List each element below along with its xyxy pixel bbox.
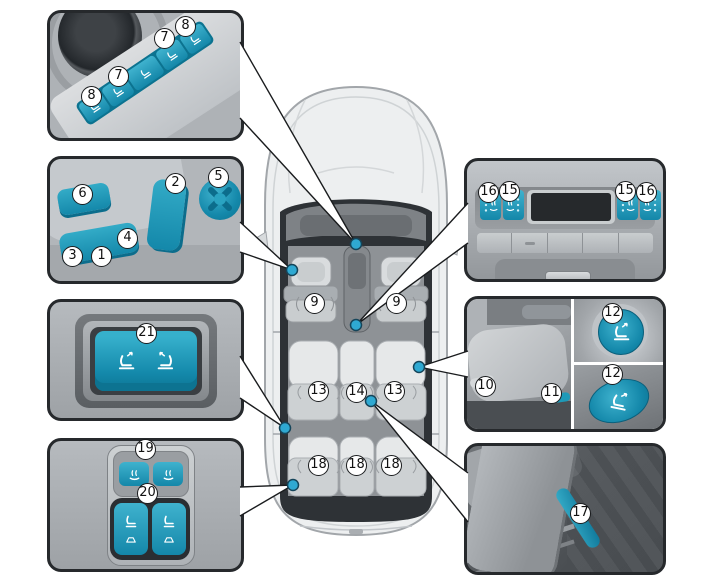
callout-18-badge: 18 [381, 455, 402, 476]
center-console [343, 245, 371, 333]
front-seats [283, 256, 429, 323]
callout-11-badge: 11 [541, 383, 562, 404]
callout-14-badge: 14 [346, 382, 367, 403]
seat-photo [467, 299, 571, 429]
climate-button [512, 233, 548, 253]
callout-8-badge: 8 [175, 16, 196, 37]
console-tray [545, 271, 591, 279]
memory-switch-button [124, 54, 166, 92]
callout-9-badge: 9 [386, 293, 407, 314]
inset-third-row-strap [464, 443, 666, 575]
callout-5-badge: 5 [208, 167, 229, 188]
seat-cushion-icon [126, 536, 136, 543]
climate-display [531, 193, 611, 221]
callout-6-badge: 6 [72, 184, 93, 205]
inset-door-memory-switches [47, 10, 244, 141]
fold-dial-icon [583, 371, 655, 429]
knob-grip-icon [208, 187, 232, 211]
callout-10-badge: 10 [475, 376, 496, 397]
callout-18-badge: 18 [346, 455, 367, 476]
callout-12-badge: 12 [602, 303, 623, 324]
heated-seat-button [119, 462, 149, 486]
callout-15-badge: 15 [499, 181, 520, 202]
seat-icon [140, 70, 151, 79]
seat-icon [125, 515, 137, 527]
callout-8-badge: 8 [81, 86, 102, 107]
callout-18-badge: 18 [308, 455, 329, 476]
callout-13-badge: 13 [308, 381, 329, 402]
seat-icon [166, 51, 178, 61]
pointer-wedge [239, 41, 469, 523]
callout-7-badge: 7 [154, 28, 175, 49]
callout-2-badge: 2 [165, 173, 186, 194]
seat-fold-switch-cluster [110, 498, 190, 560]
left-mirror [252, 231, 269, 256]
location-dot [278, 237, 426, 492]
climate-button [619, 233, 653, 253]
inset-second-row-seat [464, 296, 666, 432]
armrest [522, 305, 571, 319]
callout-16-badge: 16 [478, 182, 499, 203]
seat-icon [113, 88, 124, 97]
callout-4-badge: 4 [117, 228, 138, 249]
callout-17-badge: 17 [570, 503, 591, 524]
callout-16-badge: 16 [636, 182, 657, 203]
tailgate [299, 525, 413, 534]
seat-fold-icon [157, 351, 174, 370]
callout-12-badge: 12 [602, 364, 623, 385]
memory-switch-button [101, 74, 136, 108]
callout-7-badge: 7 [108, 66, 129, 87]
seat-fold-button [152, 503, 186, 555]
seat-fold-icon [610, 392, 628, 411]
callout-13-badge: 13 [384, 381, 405, 402]
console-lower [495, 259, 635, 279]
seat-cushion-icon [164, 536, 174, 543]
dashboard [286, 203, 426, 241]
heated-seat-icon [129, 469, 139, 480]
callout-3-badge: 3 [62, 246, 83, 267]
climate-button-row [477, 233, 653, 253]
climate-button [548, 233, 584, 253]
cushion-extension-knob [199, 178, 241, 220]
callout-20-badge: 20 [137, 483, 158, 504]
inset-rear-climate-panel [464, 158, 666, 282]
callout-21-badge: 21 [136, 323, 157, 344]
seat-fold-button [114, 503, 148, 555]
seat-icon [163, 515, 175, 527]
seat-fold-icon [118, 351, 135, 370]
floor [467, 401, 571, 429]
heated-seat-icon [484, 198, 498, 212]
second-row-bench [287, 340, 427, 421]
memory-switch-button [178, 22, 213, 56]
callout-1-badge: 1 [91, 246, 112, 267]
seat-fold-icon [613, 322, 630, 341]
inset-walk-in-switch [47, 299, 244, 421]
callout-19-badge: 19 [135, 439, 156, 460]
climate-button [477, 233, 513, 253]
heated-seat-icon [163, 469, 173, 480]
heated-seat-switch-cluster [113, 451, 189, 497]
callout-9-badge: 9 [304, 293, 325, 314]
callout-15-badge: 15 [615, 181, 636, 202]
climate-button [583, 233, 619, 253]
right-mirror [443, 231, 460, 256]
seat-icon [190, 36, 201, 45]
heated-seat-button [153, 462, 183, 486]
memory-switch-button [154, 38, 189, 72]
